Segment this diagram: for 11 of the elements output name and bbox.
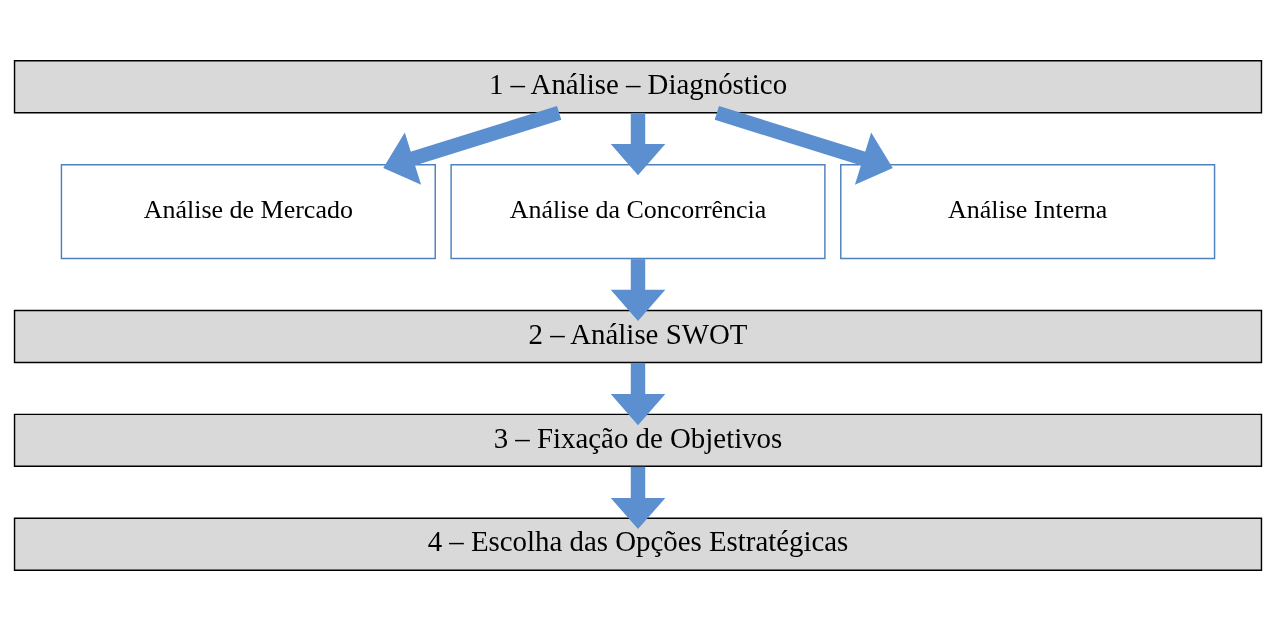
arrow	[610, 362, 666, 426]
arrow	[610, 112, 666, 176]
node-box: Análise de Mercado	[60, 163, 436, 260]
node-box: 1 – Análise – Diagnóstico	[13, 60, 1263, 114]
node-box: Análise Interna	[840, 163, 1216, 260]
arrow	[610, 259, 666, 321]
node-box: Análise da Concorrência	[450, 163, 826, 260]
node-box: 3 – Fixação de Objetivos	[13, 413, 1263, 468]
node-box: 2 – Análise SWOT	[13, 309, 1263, 364]
node-box: 4 – Escolha das Opções Estratégicas	[13, 517, 1263, 571]
arrow	[610, 466, 666, 530]
